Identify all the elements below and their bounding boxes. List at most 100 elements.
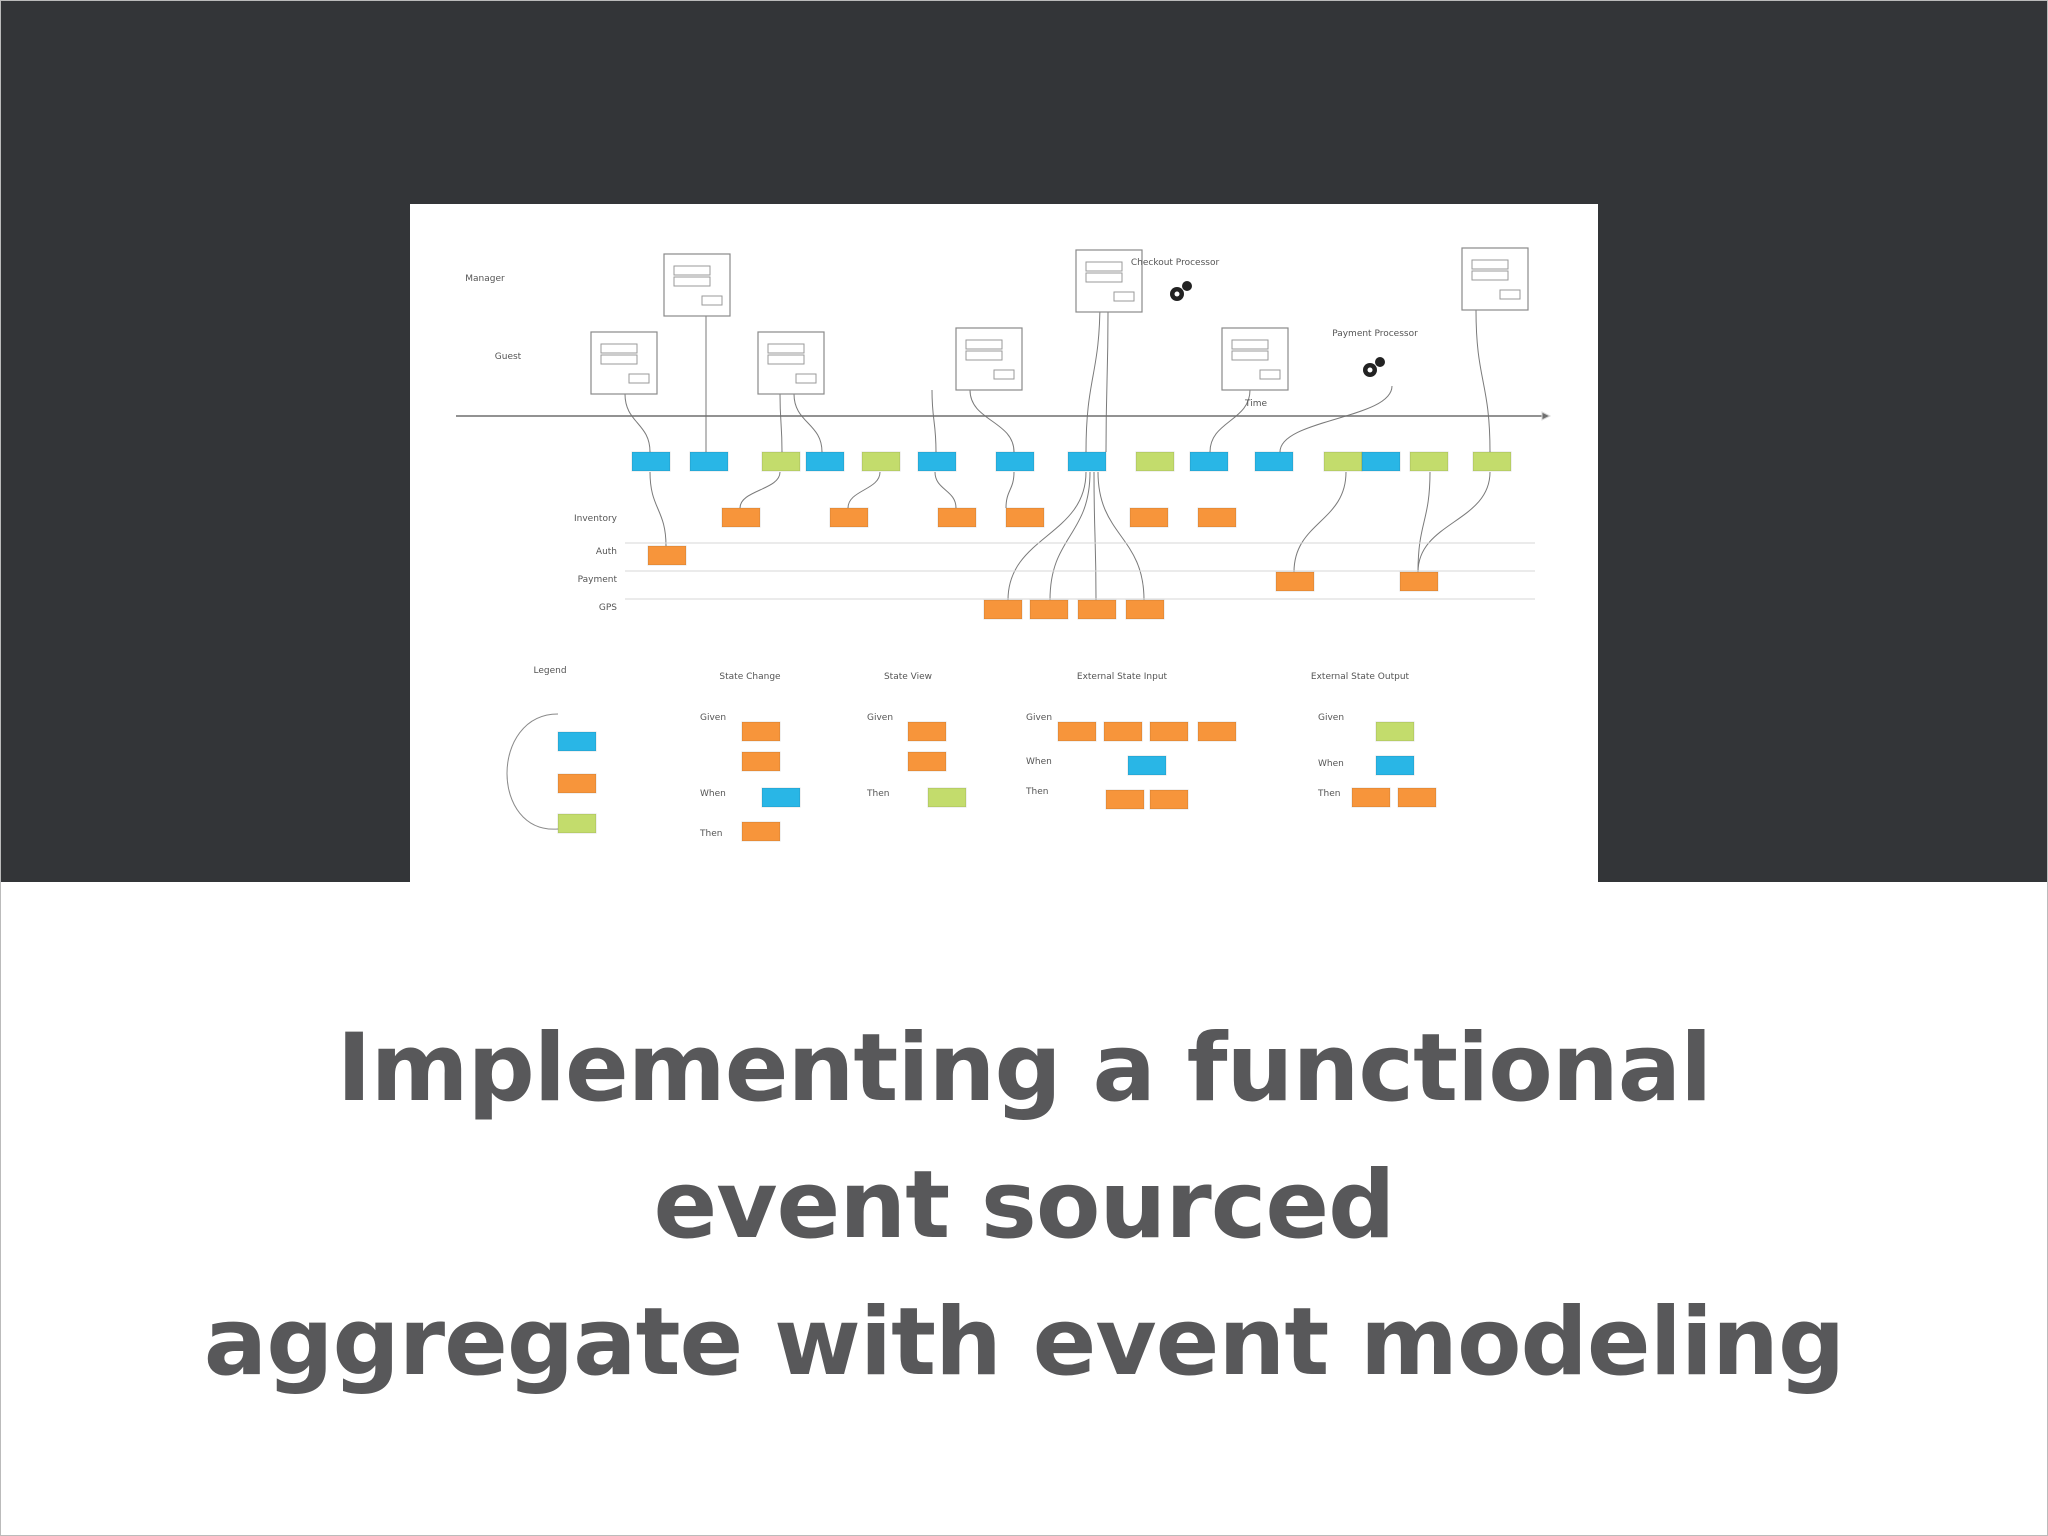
legend-external-input: External State Input xyxy=(1077,672,1168,682)
legend-then-label: Then xyxy=(1317,789,1340,799)
legend-given-label: Given xyxy=(1026,713,1052,723)
legend-external-output: External State Output xyxy=(1311,672,1410,682)
connector-line xyxy=(847,471,881,509)
connector-line xyxy=(1293,471,1347,573)
view-sticky xyxy=(861,451,901,472)
command-sticky xyxy=(805,451,845,472)
legend-when-label: When xyxy=(1318,759,1344,769)
event-sticky xyxy=(1197,507,1237,528)
event-sticky xyxy=(937,507,977,528)
connector-line xyxy=(1097,471,1145,601)
command-sticky xyxy=(689,451,729,472)
event-sticky xyxy=(741,821,781,842)
event-sticky xyxy=(721,507,761,528)
guest-screen-form-2 xyxy=(955,327,1023,391)
command-sticky xyxy=(557,731,597,752)
view-sticky xyxy=(1375,721,1415,742)
title-line-1: Implementing a functional xyxy=(336,1014,1713,1123)
guest-screen-form xyxy=(590,331,658,395)
event-sticky xyxy=(1029,599,1069,620)
event-sticky xyxy=(1129,507,1169,528)
time-axis-arrow xyxy=(1541,411,1552,421)
legend-when-label: When xyxy=(700,789,726,799)
event-sticky xyxy=(1005,507,1045,528)
connector-line xyxy=(934,471,957,509)
legend-then-label: Then xyxy=(699,829,722,839)
connector-line xyxy=(1049,471,1091,601)
manager-screen-list xyxy=(663,253,731,317)
event-sticky xyxy=(907,721,947,742)
legend-loop-line xyxy=(506,713,559,830)
connector-line xyxy=(793,393,823,453)
connector-line xyxy=(1007,471,1087,601)
connector-line xyxy=(1209,389,1251,453)
event-sticky xyxy=(1057,721,1097,742)
event-sticky xyxy=(907,751,947,772)
command-sticky xyxy=(917,451,957,472)
lane-label-guest: Guest xyxy=(495,352,522,362)
lane-label-payment: Payment xyxy=(578,575,618,585)
connector-line xyxy=(1085,299,1101,453)
connector-line xyxy=(1105,311,1109,453)
event-sticky xyxy=(1125,599,1165,620)
event-sticky xyxy=(1351,787,1391,808)
checkout-processor-label: Checkout Processor xyxy=(1131,258,1220,268)
lane-label-manager: Manager xyxy=(465,274,505,284)
connector-line xyxy=(1417,471,1431,573)
time-label: Time xyxy=(1244,399,1267,409)
event-sticky xyxy=(557,773,597,794)
title-line-3: aggregate with event modeling xyxy=(203,1288,1845,1397)
guest-screen-calendar xyxy=(757,331,825,395)
event-sticky xyxy=(1399,571,1439,592)
legend-state-view: State View xyxy=(884,672,932,682)
event-sticky xyxy=(647,545,687,566)
title-line-2: event sourced xyxy=(653,1151,1396,1260)
event-sticky xyxy=(1149,721,1189,742)
lane-label-gps: GPS xyxy=(599,603,617,613)
command-sticky xyxy=(761,787,801,808)
lane-label-inventory: Inventory xyxy=(574,514,618,524)
connector-line xyxy=(1475,309,1491,453)
connector-line xyxy=(649,471,667,547)
command-sticky xyxy=(1254,451,1294,472)
legend-when-label: When xyxy=(1026,757,1052,767)
connector-line xyxy=(1005,471,1015,509)
view-sticky xyxy=(1409,451,1449,472)
connector-line xyxy=(931,389,937,453)
checkout-gear-icon xyxy=(1170,281,1192,301)
view-sticky xyxy=(927,787,967,808)
event-sticky xyxy=(741,721,781,742)
event-sticky xyxy=(1197,721,1237,742)
view-sticky xyxy=(557,813,597,834)
view-sticky xyxy=(1135,451,1175,472)
command-sticky xyxy=(631,451,671,472)
slide-title: Implementing a functional event sourced … xyxy=(0,1000,2048,1411)
command-sticky xyxy=(1127,755,1167,776)
manager-screen-chart xyxy=(1461,247,1529,311)
event-sticky xyxy=(1275,571,1315,592)
legend-then-label: Then xyxy=(866,789,889,799)
event-sticky xyxy=(1105,789,1145,810)
command-sticky xyxy=(1189,451,1229,472)
event-sticky xyxy=(741,751,781,772)
payment-gear-icon xyxy=(1363,357,1385,377)
event-sticky xyxy=(1149,789,1189,810)
view-sticky xyxy=(761,451,801,472)
legend-then-label: Then xyxy=(1025,787,1048,797)
connector-line xyxy=(969,389,1015,453)
legend-given-label: Given xyxy=(867,713,893,723)
legend-title: Legend xyxy=(533,666,566,676)
command-sticky xyxy=(1361,451,1401,472)
event-sticky xyxy=(1103,721,1143,742)
connector-line xyxy=(1417,471,1491,573)
payment-processor-label: Payment Processor xyxy=(1332,329,1418,339)
event-sticky xyxy=(829,507,869,528)
view-sticky xyxy=(1472,451,1512,472)
connector-line xyxy=(1279,385,1393,453)
event-sticky xyxy=(1397,787,1437,808)
event-sticky xyxy=(1077,599,1117,620)
command-sticky xyxy=(1375,755,1415,776)
connector-line xyxy=(624,393,651,453)
